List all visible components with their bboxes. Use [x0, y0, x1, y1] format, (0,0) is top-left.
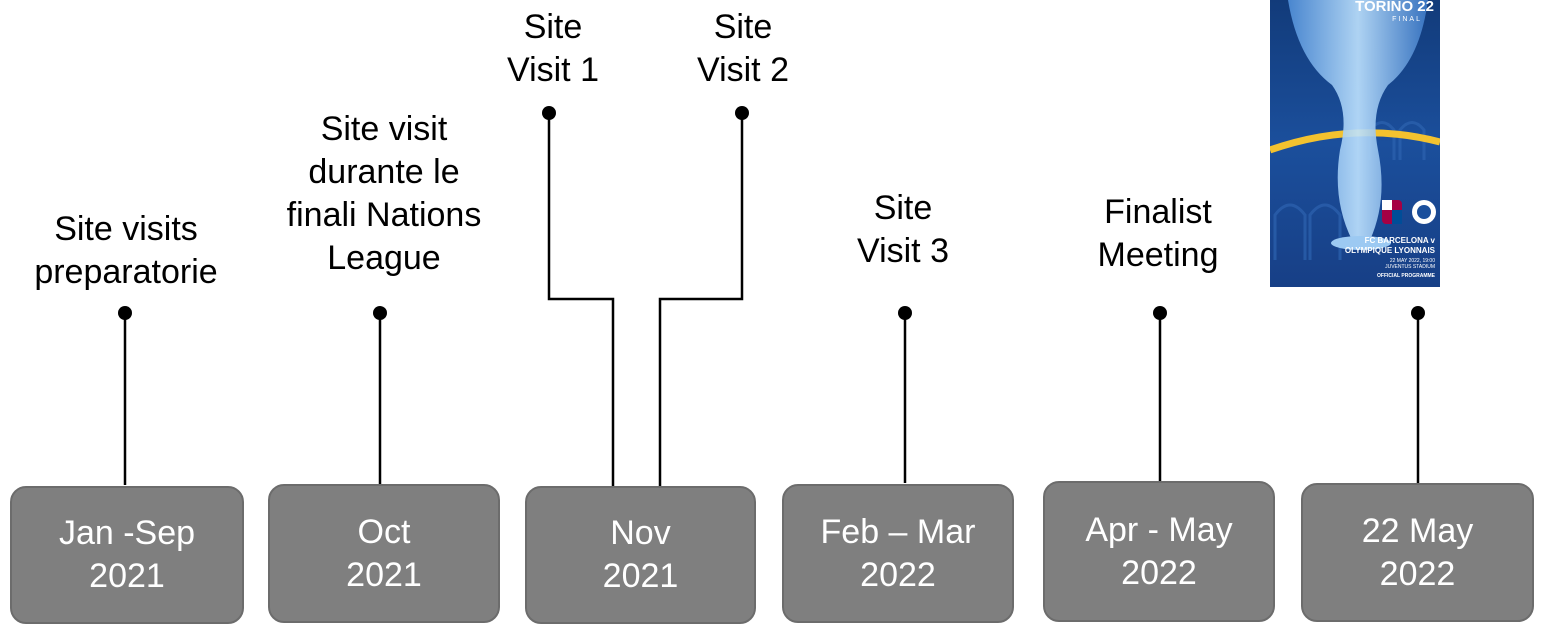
cover-programme: OFFICIAL PROGRAMME	[1377, 273, 1435, 279]
milestone-dot	[735, 106, 749, 120]
period-box-jan-sep-2021: Jan -Sep 2021	[10, 486, 244, 624]
milestone-label-site-visit-3: Site Visit 3	[857, 189, 949, 270]
cover-date-venue: 22 MAY 2022, 19:00 JUVENTUS STADIUM	[1385, 258, 1435, 270]
period-box-22-may-2022: 22 May 2022	[1301, 483, 1534, 622]
milestone-label-site-visit-2: Site Visit 2	[697, 8, 789, 89]
milestone-dot	[898, 306, 912, 320]
cover-title: TORINO 22	[1355, 0, 1434, 15]
period-box-feb-mar-2022: Feb – Mar 2022	[782, 484, 1014, 623]
milestone-dot	[542, 106, 556, 120]
milestone-dot	[1411, 306, 1425, 320]
period-box-apr-may-2022: Apr - May 2022	[1043, 481, 1275, 622]
cover-subtitle: FINAL	[1392, 16, 1422, 23]
programme-cover-image: TORINO 22 FINAL FC BARCELONA v OLYMPIQUE…	[1270, 0, 1440, 287]
cover-match: FC BARCELONA v OLYMPIQUE LYONNAIS	[1344, 236, 1435, 255]
connector-line-site-visit-2	[658, 113, 744, 486]
milestone-label-site-visits-preparatorie: Site visits preparatorie	[34, 210, 218, 291]
milestone-label-nations-league: Site visit durante le finali Nations Lea…	[286, 110, 482, 277]
period-box-oct-2021: Oct 2021	[268, 484, 500, 623]
milestone-dot	[373, 306, 387, 320]
period-box-nov-2021: Nov 2021	[525, 486, 756, 624]
milestone-label-finalist-meeting: Finalist Meeting	[1097, 193, 1219, 274]
connector-line-site-visit-1	[547, 113, 615, 486]
milestone-dot	[118, 306, 132, 320]
milestone-label-site-visit-1: Site Visit 1	[507, 8, 599, 89]
milestone-dot	[1153, 306, 1167, 320]
